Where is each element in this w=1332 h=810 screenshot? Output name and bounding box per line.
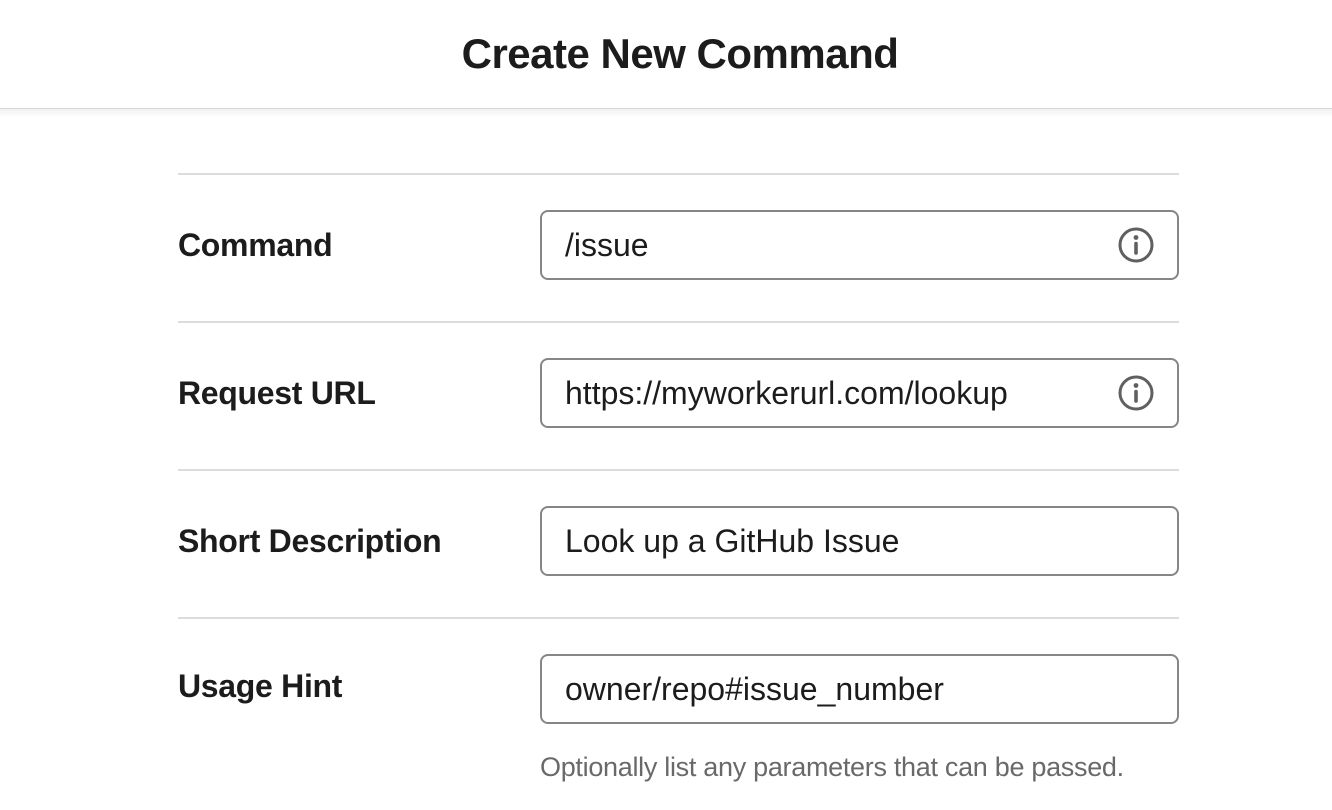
page-title: Create New Command	[461, 30, 899, 77]
form-row-request-url: Request URL	[178, 321, 1179, 469]
command-input[interactable]	[540, 210, 1179, 280]
short-description-input[interactable]	[540, 506, 1179, 576]
usage-hint-input[interactable]	[540, 654, 1179, 724]
page-header: Create New Command	[0, 0, 1332, 118]
form-row-short-description: Short Description	[178, 469, 1179, 617]
short-description-label: Short Description	[178, 522, 442, 559]
usage-hint-helper-text: Optionally list any parameters that can …	[540, 752, 1124, 782]
command-label: Command	[178, 226, 333, 263]
info-icon[interactable]	[1117, 226, 1155, 264]
info-icon[interactable]	[1117, 374, 1155, 412]
request-url-label: Request URL	[178, 374, 376, 411]
usage-hint-label: Usage Hint	[178, 668, 343, 704]
request-url-input[interactable]	[540, 358, 1179, 428]
command-form: Command Request URL	[178, 109, 1179, 810]
form-row-usage-hint: Usage Hint Optionally list any parameter…	[178, 617, 1179, 810]
form-row-command: Command	[178, 173, 1179, 321]
